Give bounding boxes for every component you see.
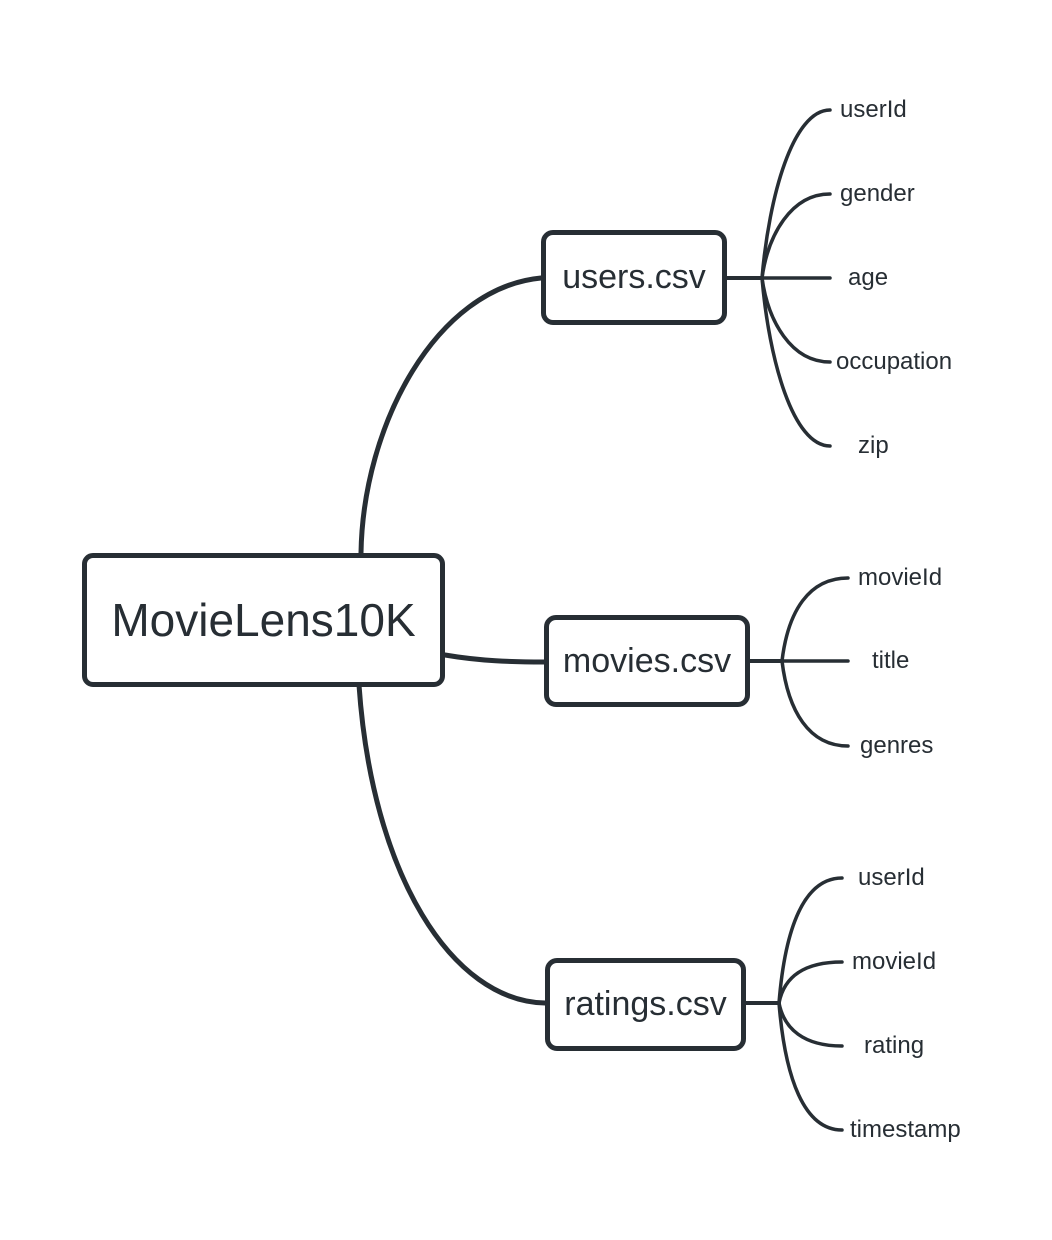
edge-users-zip: [760, 276, 832, 448]
leaf-users-age: age: [848, 264, 889, 291]
edge-users-gender: [760, 192, 832, 280]
file-node-label: movies.csv: [562, 641, 732, 680]
node-ratings-csv[interactable]: ratings.csv: [545, 958, 746, 1051]
leaf-movies-movieid: movieId: [858, 564, 943, 591]
edge-movies-movieid: [780, 576, 850, 663]
edge-ratings-timestamp: [777, 1001, 844, 1132]
node-users-csv[interactable]: users.csv: [541, 230, 727, 325]
edge-ratings-rating: [777, 1001, 844, 1048]
leaf-users-occupation: occupation: [836, 348, 953, 375]
file-node-label: ratings.csv: [564, 985, 727, 1023]
node-movies-csv[interactable]: movies.csv: [544, 615, 750, 707]
leaf-users-zip: zip: [858, 432, 889, 459]
edge-ratings-movieid: [777, 960, 844, 1005]
edge-root-users: [358, 275, 544, 556]
edge-movies-genres: [780, 659, 850, 748]
edge-root-ratings: [356, 682, 548, 1006]
leaf-ratings-movieid: movieId: [852, 948, 937, 975]
file-node-label: users.csv: [562, 258, 706, 296]
leaf-ratings-userid: userId: [858, 864, 925, 891]
leaf-users-userid: userId: [840, 96, 907, 123]
leaf-users-gender: gender: [840, 180, 915, 207]
edge-root-movies: [442, 652, 547, 665]
edge-ratings-userid: [777, 876, 844, 1005]
leaf-ratings-timestamp: timestamp: [850, 1116, 961, 1143]
root-label: MovieLens10K: [111, 594, 416, 646]
leaf-movies-genres: genres: [860, 732, 934, 759]
leaf-movies-title: title: [872, 647, 910, 674]
edge-users-userid: [760, 108, 832, 280]
leaf-ratings-rating: rating: [864, 1032, 925, 1059]
node-root[interactable]: MovieLens10K: [82, 553, 445, 687]
